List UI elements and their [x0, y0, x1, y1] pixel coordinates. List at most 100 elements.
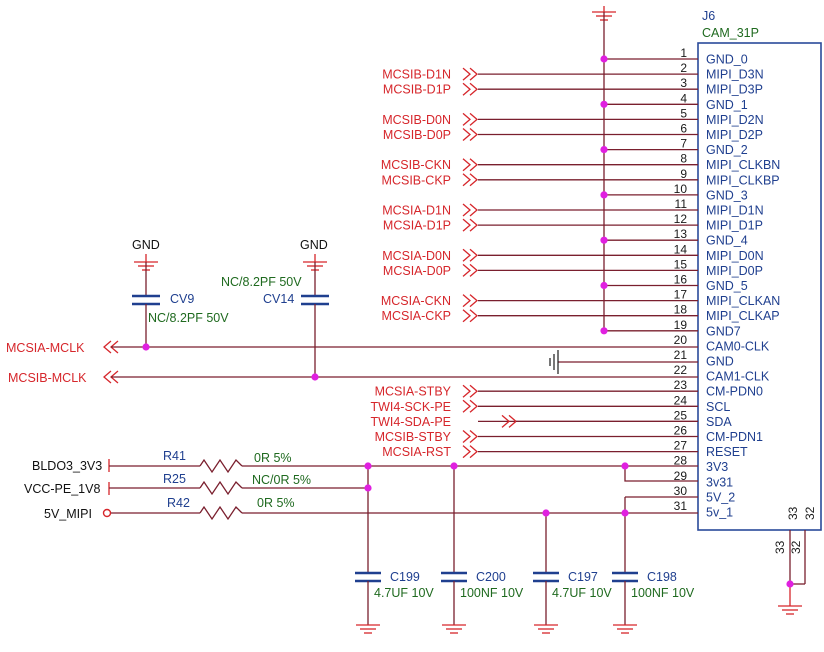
pin-number-2: 2 — [680, 61, 687, 75]
r25-value: NC/0R 5% — [252, 473, 311, 487]
pin-name-24: SCL — [706, 400, 730, 414]
net-label-mcsia-d1p: MCSIA-D1P — [383, 219, 451, 233]
rail-label-bldo3-3v3: BLDO3_3V3 — [32, 459, 102, 473]
cv9-ref: CV9 — [170, 292, 194, 306]
pin-number-9: 9 — [680, 167, 687, 181]
pin-name-5: MIPI_D2N — [706, 113, 764, 127]
pin-name-26: CM-PDN1 — [706, 430, 763, 444]
pin-number-10: 10 — [674, 182, 688, 196]
net-label-twi4-sck-pe: TWI4-SCK-PE — [370, 400, 451, 414]
pin-name-19: GND7 — [706, 324, 741, 338]
rail-label-vcc-pe-1v8: VCC-PE_1V8 — [24, 482, 100, 496]
cv14-value: NC/8.2PF 50V — [221, 275, 302, 289]
pin-number-20: 20 — [674, 333, 688, 347]
pin-number-23: 23 — [674, 378, 688, 392]
cv9-value: NC/8.2PF 50V — [148, 311, 229, 325]
net-label-mcsib-ckp: MCSIB-CKP — [382, 173, 451, 187]
pin-name-23: CM-PDN0 — [706, 385, 763, 399]
r41-value: 0R 5% — [254, 451, 292, 465]
cv14-ref: CV14 — [263, 292, 294, 306]
net-label-mcsia-stby: MCSIA-STBY — [375, 385, 452, 399]
pin-name-6: MIPI_D2P — [706, 128, 763, 142]
r42-ref: R42 — [167, 496, 190, 510]
pin-name-10: GND_3 — [706, 188, 748, 202]
junction-dot — [364, 484, 372, 492]
pin-name-9: MIPI_CLKBP — [706, 173, 780, 187]
net-label-mcsia-rst: MCSIA-RST — [382, 445, 451, 459]
net-label-mcsib-d0n: MCSIB-D0N — [382, 113, 451, 127]
junction-dot — [311, 373, 319, 381]
pin-name-21: GND — [706, 355, 734, 369]
pin-number-5: 5 — [680, 106, 687, 120]
pin-number-32-bottom: 32 — [789, 540, 803, 554]
net-label-mcsib-d1n: MCSIB-D1N — [382, 68, 451, 82]
pin-name-7: GND_2 — [706, 143, 748, 157]
pin-number-27: 27 — [674, 439, 688, 453]
pin-number-22: 22 — [674, 363, 688, 377]
pin-number-4: 4 — [680, 91, 687, 105]
pin-number-7: 7 — [680, 137, 687, 151]
pin-number-30: 30 — [674, 484, 688, 498]
junction-dot — [142, 343, 150, 351]
c200-ref: C200 — [476, 570, 506, 584]
junction-dot — [786, 580, 794, 588]
pin-name-12: MIPI_D1P — [706, 219, 763, 233]
junction-dot — [600, 236, 608, 244]
junction-dots — [142, 55, 794, 588]
r41-ref: R41 — [163, 449, 186, 463]
pin-name-8: MIPI_CLKBN — [706, 158, 780, 172]
pin-name-30: 5V_2 — [706, 490, 735, 504]
net-label-mcsia-ckp: MCSIA-CKP — [382, 309, 451, 323]
pin-name-25: SDA — [706, 415, 732, 429]
c199-ref: C199 — [390, 570, 420, 584]
junction-dot — [621, 462, 629, 470]
pin-number-26: 26 — [674, 424, 688, 438]
pin-number-32-inside: 32 — [803, 506, 817, 520]
junction-dot — [600, 327, 608, 335]
junction-dot — [600, 55, 608, 63]
connector-ref: J6 — [702, 9, 715, 23]
pin-name-16: GND_5 — [706, 279, 748, 293]
net-label-mcsib-d1p: MCSIB-D1P — [383, 83, 451, 97]
pin-number-15: 15 — [674, 257, 688, 271]
ground-symbol-pin32-33 — [778, 584, 802, 615]
junction-dot — [600, 191, 608, 199]
net-label-mcsib-stby: MCSIB-STBY — [375, 430, 452, 444]
pin-number-17: 17 — [674, 288, 688, 302]
junction-dot — [600, 146, 608, 154]
pin-number-1: 1 — [680, 46, 687, 60]
pin-name-2: MIPI_D3N — [706, 68, 764, 82]
pin-number-25: 25 — [674, 408, 688, 422]
net-label-mcsia-mclk: MCSIA-MCLK — [6, 341, 85, 355]
c198-value: 100NF 10V — [631, 586, 695, 600]
pin-number-19: 19 — [674, 318, 688, 332]
pin-name-3: MIPI_D3P — [706, 83, 763, 97]
net-label-mcsia-ckn: MCSIA-CKN — [381, 294, 451, 308]
net-label-mcsib-d0p: MCSIB-D0P — [383, 128, 451, 142]
c198-ref: C198 — [647, 570, 677, 584]
pin-number-12: 12 — [674, 212, 688, 226]
pin-name-31: 5v_1 — [706, 506, 733, 520]
net-label-mcsia-d0p: MCSIA-D0P — [383, 264, 451, 278]
connector-body — [697, 42, 822, 531]
pin-name-18: MIPI_CLKAP — [706, 309, 780, 323]
pin-name-29: 3v31 — [706, 475, 733, 489]
c200-value: 100NF 10V — [460, 586, 524, 600]
connector-part: CAM_31P — [702, 26, 759, 40]
pin-number-33-inside: 33 — [786, 506, 800, 520]
pin-name-11: MIPI_D1N — [706, 204, 764, 218]
pin-name-1: GND_0 — [706, 53, 748, 67]
pin-name-20: CAM0-CLK — [706, 339, 770, 353]
gnd-symbol-cv14: GND — [300, 238, 328, 271]
pin-number-16: 16 — [674, 273, 688, 287]
junction-dot — [450, 462, 458, 470]
net-label-mcsib-mclk: MCSIB-MCLK — [8, 371, 87, 385]
pin-name-4: GND_1 — [706, 98, 748, 112]
junction-dot — [600, 100, 608, 108]
r42-value: 0R 5% — [257, 496, 295, 510]
pin-number-18: 18 — [674, 303, 688, 317]
